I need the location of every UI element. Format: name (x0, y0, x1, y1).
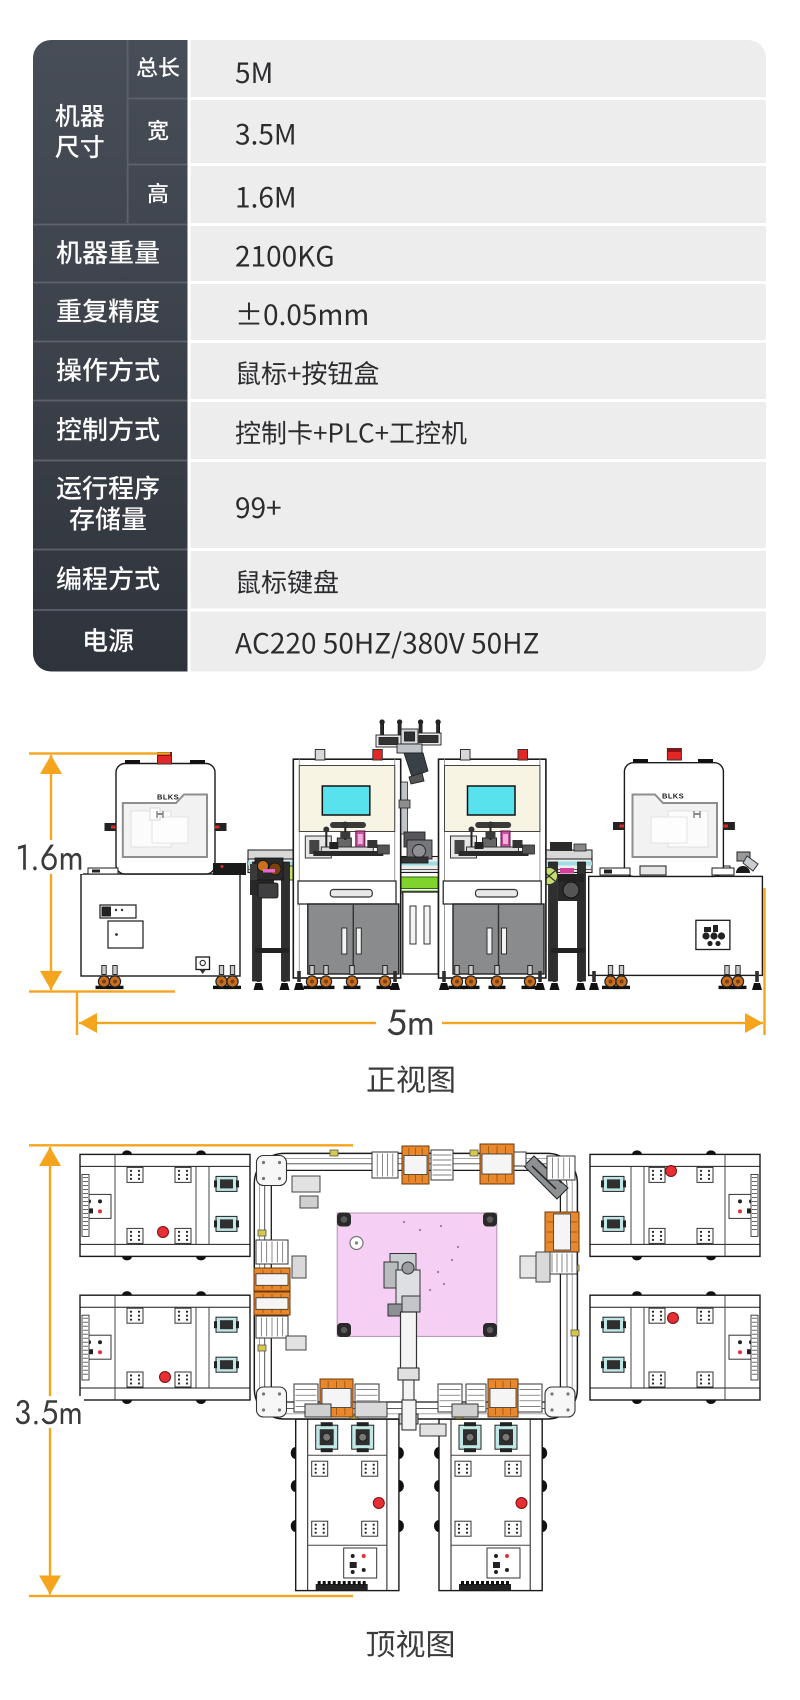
svg-text:BLKS: BLKS (662, 792, 684, 801)
svg-text:BLKS: BLKS (157, 793, 179, 802)
